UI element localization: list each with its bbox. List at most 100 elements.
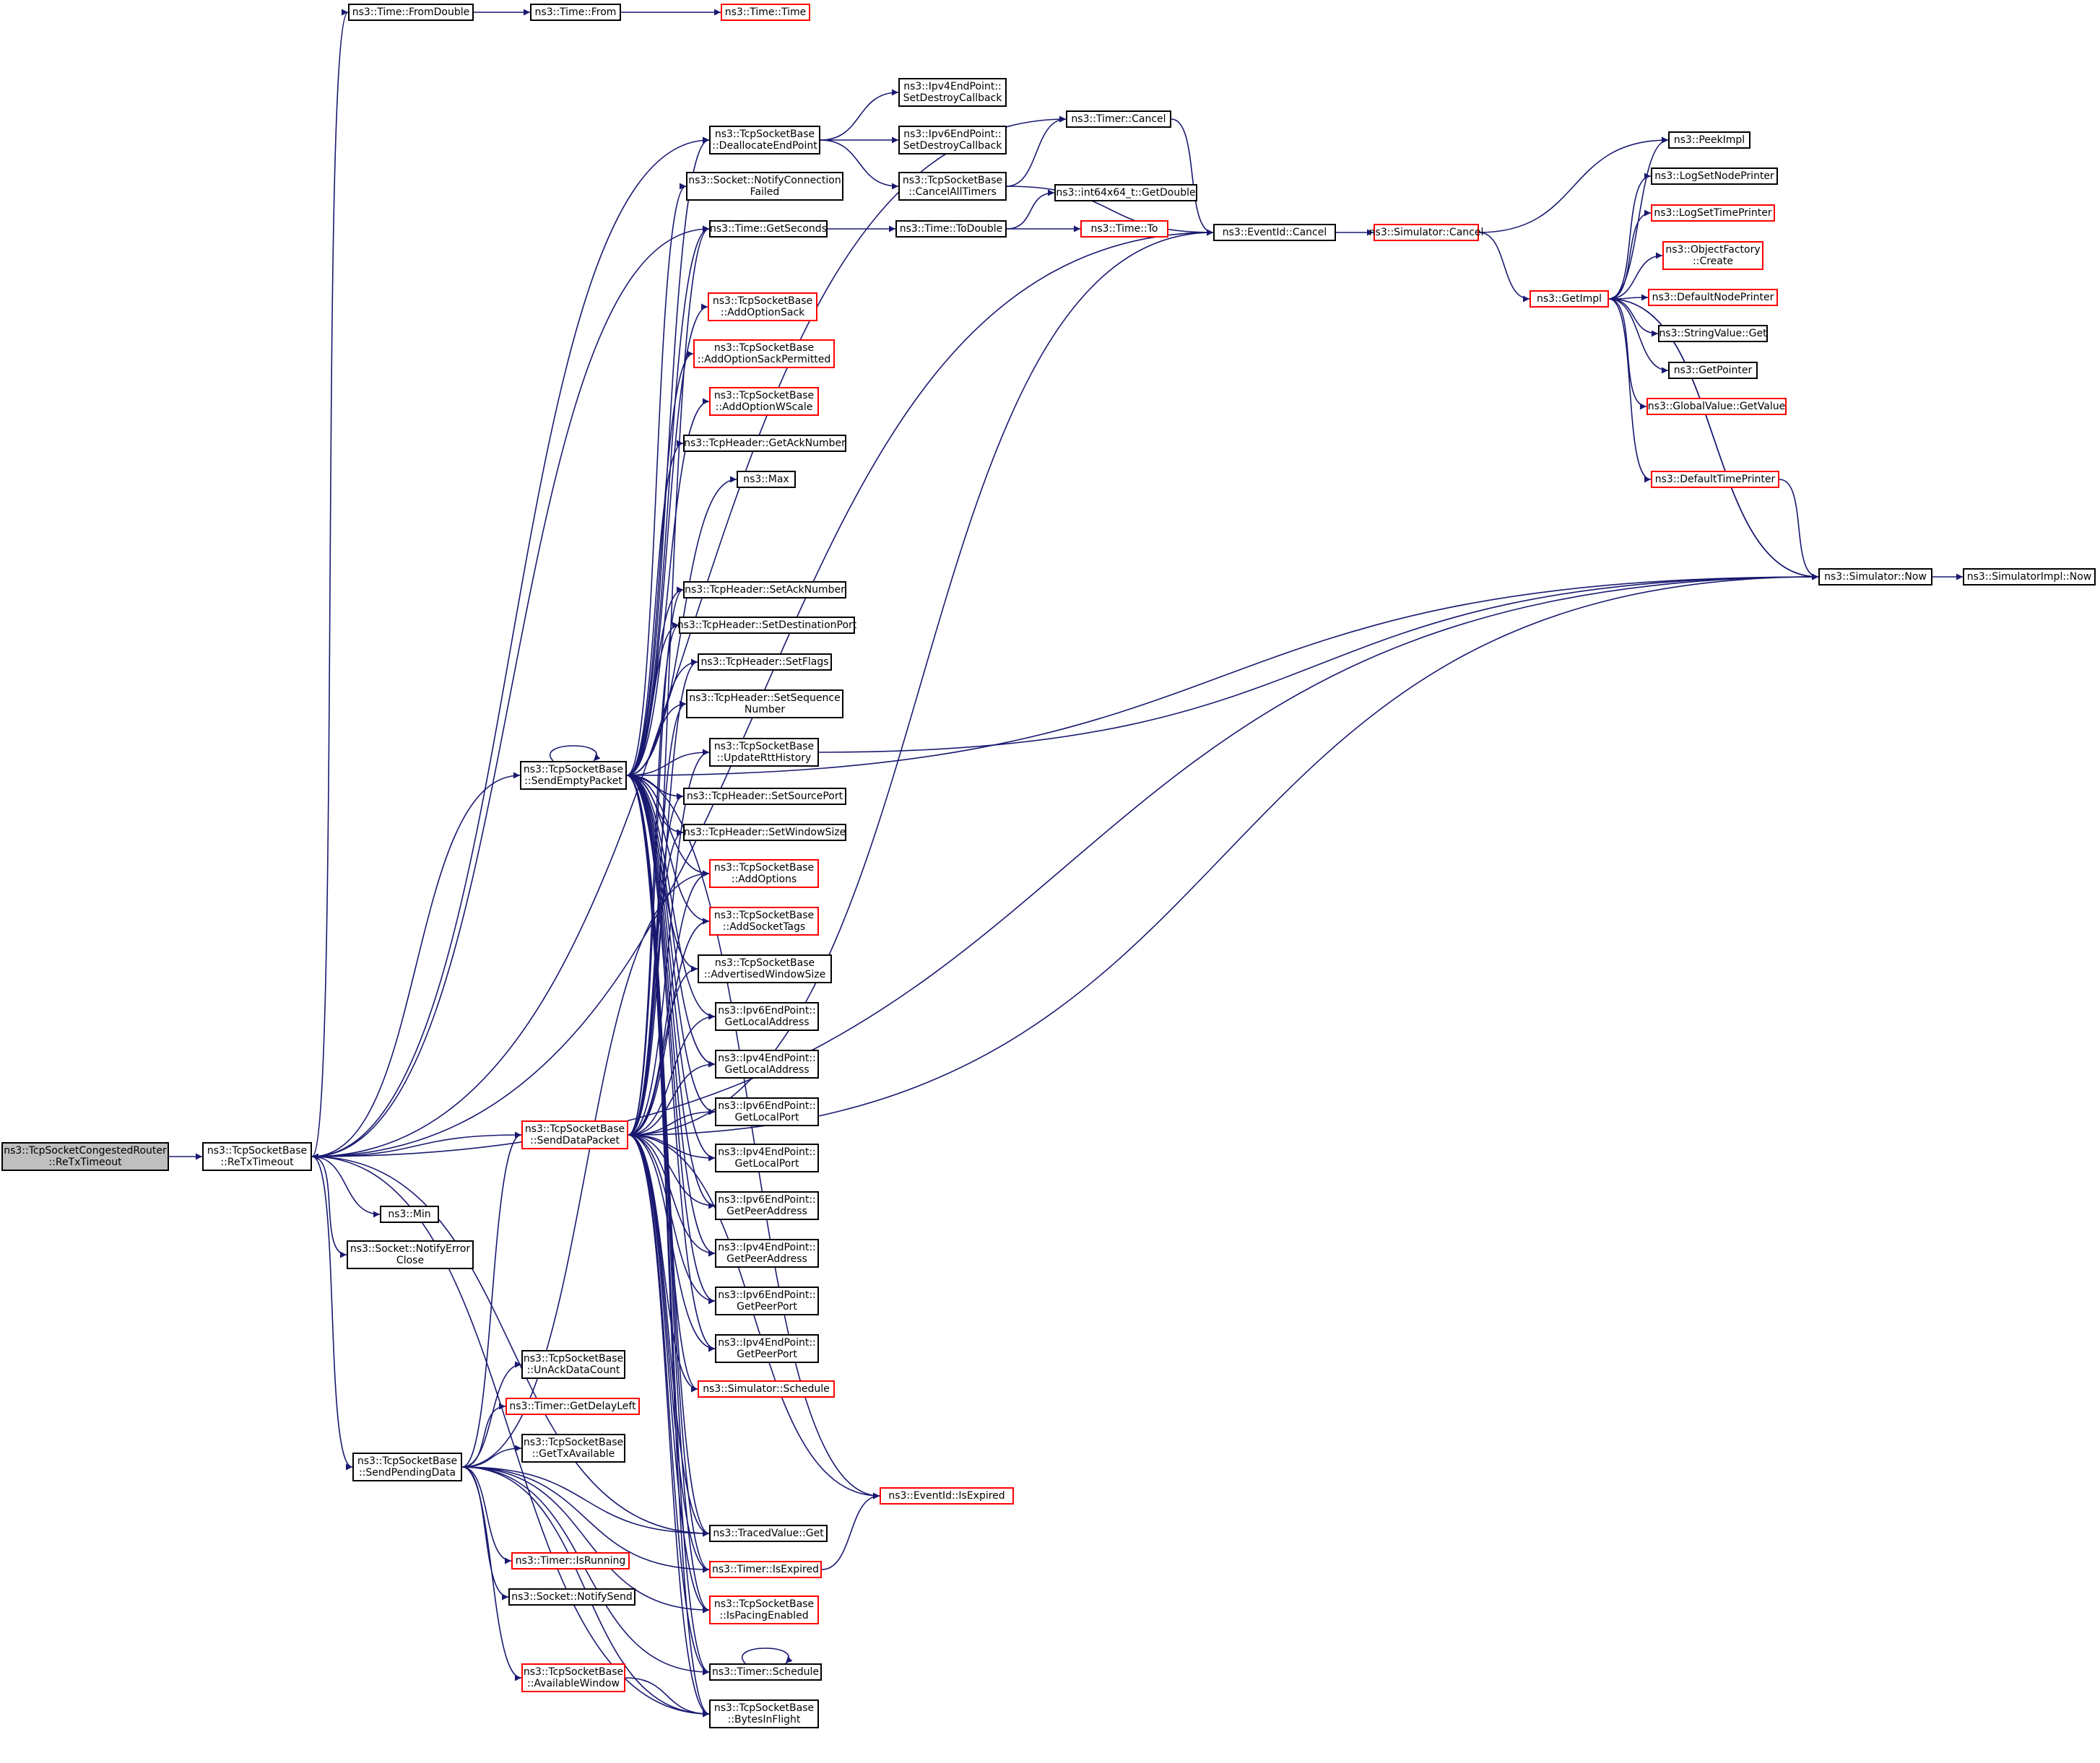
- node-simimplnow[interactable]: ns3::SimulatorImpl::Now: [1963, 568, 2096, 586]
- node-getseconds[interactable]: ns3::Time::GetSeconds: [709, 220, 828, 238]
- node-globalvalue[interactable]: ns3::GlobalValue::GetValue: [1646, 398, 1787, 415]
- node-gettxavailable[interactable]: ns3::TcpSocketBase::GetTxAvailable: [521, 1434, 625, 1463]
- node-timeto[interactable]: ns3::Time::To: [1080, 220, 1168, 238]
- node-ipv6destroy[interactable]: ns3::Ipv6EndPoint::SetDestroyCallback: [898, 126, 1007, 154]
- node-simnow[interactable]: ns3::Simulator::Now: [1818, 568, 1932, 586]
- node-stringvalueget[interactable]: ns3::StringValue::Get: [1658, 325, 1768, 342]
- node-getimpl[interactable]: ns3::GetImpl: [1530, 290, 1609, 308]
- node-setflags[interactable]: ns3::TcpHeader::SetFlags: [698, 653, 832, 671]
- node-ispacing[interactable]: ns3::TcpSocketBase::IsPacingEnabled: [709, 1596, 819, 1624]
- edge-simcancel-to-getimpl: [1478, 232, 1530, 302]
- node-ipv4peeraddr[interactable]: ns3::Ipv4EndPoint::GetPeerAddress: [715, 1239, 819, 1268]
- node-label: ns3::Simulator::Schedule: [703, 1383, 830, 1395]
- node-simschedule[interactable]: ns3::Simulator::Schedule: [698, 1380, 835, 1398]
- node-label: ns3::GetPointer: [1673, 365, 1753, 376]
- node-addoptionsackperm[interactable]: ns3::TcpSocketBase::AddOptionSackPermitt…: [693, 339, 835, 368]
- node-setsourceport[interactable]: ns3::TcpHeader::SetSourcePort: [683, 788, 846, 805]
- node-ipv6peerport[interactable]: ns3::Ipv6EndPoint::GetPeerPort: [715, 1287, 819, 1315]
- node-addoptionsack[interactable]: ns3::TcpSocketBase::AddOptionSack: [708, 292, 817, 321]
- node-min[interactable]: ns3::Min: [380, 1206, 439, 1223]
- node-notifysend[interactable]: ns3::Socket::NotifySend: [508, 1588, 635, 1606]
- node-unackdatacount[interactable]: ns3::TcpSocketBase::UnAckDataCount: [521, 1350, 625, 1379]
- edge-sendempty-to-getacknumber: [626, 440, 684, 776]
- node-updatertt[interactable]: ns3::TcpSocketBase::UpdateRttHistory: [709, 738, 819, 767]
- node-label: ns3::TcpSocketCongestedRouter: [4, 1145, 167, 1157]
- node-sendpending[interactable]: ns3::TcpSocketBase::SendPendingData: [352, 1453, 462, 1481]
- node-simcancel[interactable]: ns3::Simulator::Cancel: [1369, 224, 1483, 241]
- node-retx[interactable]: ns3::TcpSocketBase::ReTxTimeout: [202, 1142, 312, 1171]
- node-eventisexpired[interactable]: ns3::EventId::IsExpired: [880, 1487, 1014, 1505]
- node-todouble[interactable]: ns3::Time::ToDouble: [895, 220, 1007, 238]
- node-root[interactable]: ns3::TcpSocketCongestedRouter::ReTxTimeo…: [1, 1142, 169, 1171]
- node-setwindowsize[interactable]: ns3::TcpHeader::SetWindowSize: [683, 824, 846, 841]
- node-timercancel[interactable]: ns3::Timer::Cancel: [1066, 110, 1171, 128]
- node-label: ns3::TcpSocketBase: [714, 957, 815, 969]
- node-setdestport[interactable]: ns3::TcpHeader::SetDestinationPort: [677, 617, 856, 634]
- edge-sendpending-to-tracedvalueget: [461, 1466, 710, 1537]
- node-label: GetPeerAddress: [726, 1206, 807, 1217]
- node-lognodeprinter[interactable]: ns3::LogSetNodePrinter: [1651, 167, 1778, 185]
- node-time[interactable]: ns3::Time::Time: [721, 4, 810, 21]
- node-from[interactable]: ns3::Time::From: [530, 4, 621, 21]
- edge-senddata-to-bytesinflight: [628, 1134, 710, 1718]
- node-ipv4peerport[interactable]: ns3::Ipv4EndPoint::GetPeerPort: [715, 1334, 819, 1363]
- node-defnodeprinter[interactable]: ns3::DefaultNodePrinter: [1648, 289, 1778, 306]
- node-timerisexpired[interactable]: ns3::Timer::IsExpired: [709, 1561, 822, 1578]
- node-senddata[interactable]: ns3::TcpSocketBase::SendDataPacket: [521, 1120, 628, 1149]
- edge-sendpending-to-timerisexpired: [461, 1466, 710, 1573]
- node-label: SetDestroyCallback: [903, 140, 1002, 152]
- node-objfactory[interactable]: ns3::ObjectFactory::Create: [1662, 241, 1763, 270]
- node-tracedvalueget[interactable]: ns3::TracedValue::Get: [709, 1525, 828, 1542]
- node-label: ns3::TcpSocketBase: [523, 1437, 624, 1448]
- node-ipv4destroy[interactable]: ns3::Ipv4EndPoint::SetDestroyCallback: [898, 78, 1007, 107]
- node-label: ::AddOptionWScale: [715, 401, 813, 413]
- node-label: ns3::TcpHeader::SetWindowSize: [683, 827, 846, 838]
- edge-retx-to-fromdouble: [311, 9, 349, 1157]
- node-timerisrunning[interactable]: ns3::Timer::IsRunning: [511, 1552, 630, 1570]
- node-peekimpl[interactable]: ns3::PeekImpl: [1668, 131, 1750, 149]
- node-addoptionwscale[interactable]: ns3::TcpSocketBase::AddOptionWScale: [709, 387, 819, 416]
- node-ipv4localport[interactable]: ns3::Ipv4EndPoint::GetLocalPort: [715, 1144, 819, 1172]
- node-getdelayleft[interactable]: ns3::Timer::GetDelayLeft: [506, 1398, 640, 1415]
- node-label: GetLocalAddress: [724, 1064, 810, 1076]
- node-getacknumber[interactable]: ns3::TcpHeader::GetAckNumber: [683, 435, 846, 452]
- node-ipv6localaddr[interactable]: ns3::Ipv6EndPoint::GetLocalAddress: [715, 1002, 819, 1031]
- node-deftimeprinter[interactable]: ns3::DefaultTimePrinter: [1651, 471, 1779, 488]
- node-sendempty[interactable]: ns3::TcpSocketBase::SendEmptyPacket: [520, 761, 627, 790]
- node-fromdouble[interactable]: ns3::Time::FromDouble: [348, 4, 474, 21]
- node-bytesinflight[interactable]: ns3::TcpSocketBase::BytesInFlight: [709, 1699, 819, 1728]
- node-label: ::SendDataPacket: [530, 1135, 620, 1146]
- node-max[interactable]: ns3::Max: [737, 471, 796, 488]
- node-label: ns3::EventId::Cancel: [1222, 227, 1327, 238]
- node-label: ns3::EventId::IsExpired: [888, 1490, 1005, 1502]
- node-timerschedule[interactable]: ns3::Timer::Schedule: [709, 1663, 822, 1681]
- node-label: ::SendEmptyPacket: [524, 775, 622, 787]
- node-getpointer[interactable]: ns3::GetPointer: [1668, 362, 1758, 379]
- node-dealloc[interactable]: ns3::TcpSocketBase::DeallocateEndPoint: [709, 126, 820, 154]
- node-ipv6peeraddr[interactable]: ns3::Ipv6EndPoint::GetPeerAddress: [715, 1191, 819, 1220]
- node-label: ns3::Ipv4EndPoint::: [718, 1337, 816, 1349]
- node-label: ::BytesInFlight: [727, 1714, 801, 1725]
- edge-retx-to-tracedvalueget: [311, 1156, 710, 1537]
- node-cancelalltimers[interactable]: ns3::TcpSocketBase::CancelAllTimers: [898, 172, 1007, 201]
- node-availablewindow[interactable]: ns3::TcpSocketBase::AvailableWindow: [521, 1663, 625, 1692]
- node-eventcancel[interactable]: ns3::EventId::Cancel: [1213, 224, 1336, 241]
- edge-availablewindow-to-bytesinflight: [625, 1677, 710, 1718]
- node-label: ::AvailableWindow: [526, 1678, 620, 1689]
- node-addoptions[interactable]: ns3::TcpSocketBase::AddOptions: [709, 859, 819, 888]
- node-logtimeprinter[interactable]: ns3::LogSetTimePrinter: [1651, 204, 1775, 222]
- node-int64getdouble[interactable]: ns3::int64x64_t::GetDouble: [1054, 184, 1197, 201]
- node-addsockettags[interactable]: ns3::TcpSocketBase::AddSocketTags: [709, 907, 819, 936]
- node-advwindowsize[interactable]: ns3::TcpSocketBase::AdvertisedWindowSize: [698, 954, 832, 983]
- node-label: SetDestroyCallback: [903, 92, 1002, 104]
- node-ipv6localport[interactable]: ns3::Ipv6EndPoint::GetLocalPort: [715, 1097, 819, 1126]
- node-setacknumber[interactable]: ns3::TcpHeader::SetAckNumber: [683, 581, 846, 598]
- node-ipv4localaddr[interactable]: ns3::Ipv4EndPoint::GetLocalAddress: [715, 1050, 819, 1079]
- node-label: GetPeerAddress: [726, 1253, 807, 1265]
- node-label: ::UpdateRttHistory: [716, 752, 812, 764]
